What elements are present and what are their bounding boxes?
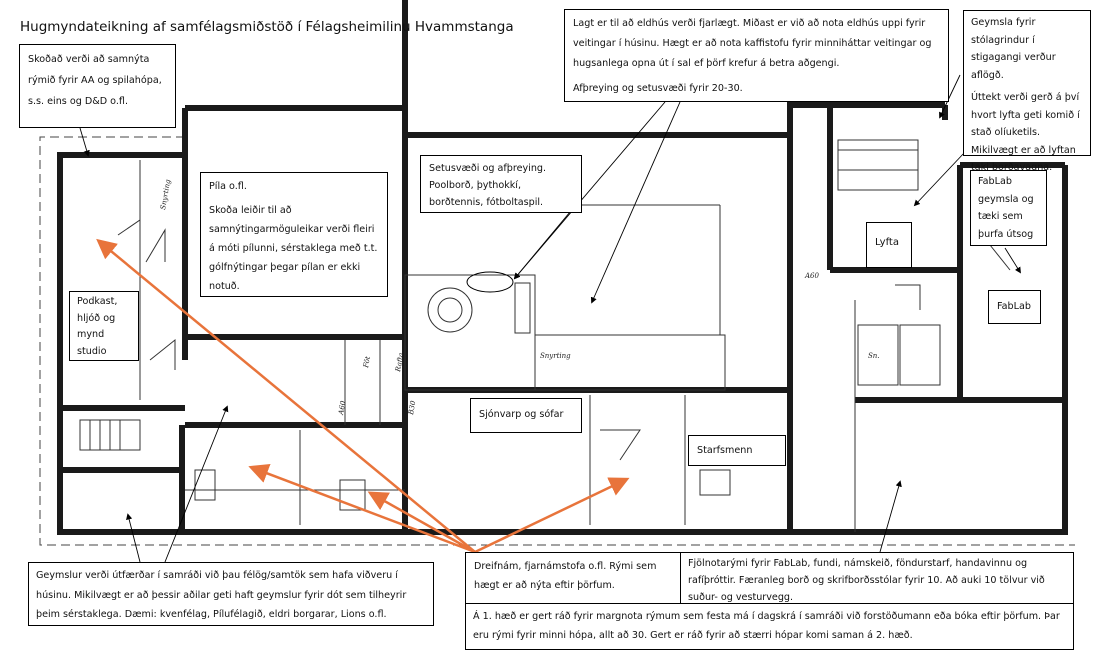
plan-label-rafta: Rafta	[394, 352, 405, 373]
site-boundary	[39, 136, 1075, 546]
sjonvarp-text: Sjónvarp og sófar	[479, 409, 564, 420]
lyfta-text: Lyfta	[875, 237, 899, 248]
fablab-geymsla-text: FabLab geymsla og tæki sem þurfa útsog	[978, 176, 1034, 240]
note-setusvaedi-text: Setusvæði og afþreying. Poolborð, þythok…	[429, 163, 547, 208]
label-fablab-geymsla: FabLab geymsla og tæki sem þurfa útsog	[970, 170, 1047, 246]
plan-label-a60b: A60	[804, 272, 820, 280]
podkast-text: Podkast, hljóð og mynd studio	[77, 296, 118, 357]
note-geymsla-lyfta: Geymsla fyrir stólagrindur í stigagangi …	[963, 10, 1091, 173]
note-geymsla-body: Geymsla fyrir stólagrindur í stigagangi …	[971, 17, 1056, 81]
plan-label-fot: Föt	[362, 355, 372, 369]
note-eldhus: Lagt er til að eldhús verði fjarlægt. Mi…	[564, 9, 949, 102]
page-title: Hugmyndateikning af samfélagsmiðstöð í F…	[20, 19, 514, 35]
note-lyfta-body: Úttekt verði gerð á því hvort lyfta geti…	[971, 92, 1080, 173]
label-sjonvarp: Sjónvarp og sófar	[470, 398, 582, 433]
callout-lines	[79, 74, 1021, 563]
note-pila-body: Skoða leiðir til að samnýtingarmöguleika…	[209, 205, 378, 292]
note-haed1-text: Á 1. hæð er gert ráð fyrir margnota rýmu…	[473, 611, 1060, 641]
starfsmenn-text: Starfsmenn	[697, 445, 753, 456]
note-pila-title: Píla o.fl.	[209, 181, 247, 192]
label-fablab: FabLab	[988, 290, 1041, 324]
note-fjolnota: Fjölnotarými fyrir FabLab, fundi, námske…	[680, 552, 1074, 604]
fablab-text: FabLab	[997, 301, 1031, 312]
note-dreifnam-text: Dreifnám, fjarnámstofa o.fl. Rými sem hæ…	[474, 561, 657, 591]
plan-label-snyrting2: Snyrting	[540, 352, 571, 360]
plan-label-sn: Sn.	[868, 352, 880, 360]
note-geymslur-text: Geymslur verði útfærðar í samráði við þa…	[36, 570, 407, 620]
note-geymslur: Geymslur verði útfærðar í samráði við þa…	[28, 562, 434, 626]
note-eldhus-extra: Afþreying og setusvæði fyrir 20-30.	[573, 83, 743, 94]
interior-details	[79, 139, 1011, 532]
label-podkast: Podkast, hljóð og mynd studio	[69, 291, 139, 361]
note-haed1: Á 1. hæð er gert ráð fyrir margnota rýmu…	[465, 603, 1074, 650]
label-starfsmenn: Starfsmenn	[688, 435, 786, 466]
plan-label-snyrting: Snyrting	[159, 178, 172, 210]
plan-label-b30: B30	[407, 400, 418, 417]
note-aa: Skoðað verði að samnýta rýmið fyrir AA o…	[19, 44, 176, 128]
note-dreifnam: Dreifnám, fjarnámstofa o.fl. Rými sem hæ…	[465, 552, 681, 604]
note-fjolnota-text: Fjölnotarými fyrir FabLab, fundi, námske…	[688, 558, 1045, 603]
walls	[57, 0, 1068, 535]
note-eldhus-body: Lagt er til að eldhús verði fjarlægt. Mi…	[573, 18, 932, 69]
plan-label-a60: A60	[337, 400, 348, 417]
orange-arrows	[96, 238, 630, 554]
label-lyfta: Lyfta	[866, 222, 912, 268]
note-pila: Píla o.fl. Skoða leiðir til að samnýting…	[200, 172, 388, 297]
note-setusvaedi: Setusvæði og afþreying. Poolborð, þythok…	[420, 155, 582, 213]
note-aa-text: Skoðað verði að samnýta rýmið fyrir AA o…	[28, 54, 162, 107]
highlight-ellipse	[466, 271, 514, 293]
